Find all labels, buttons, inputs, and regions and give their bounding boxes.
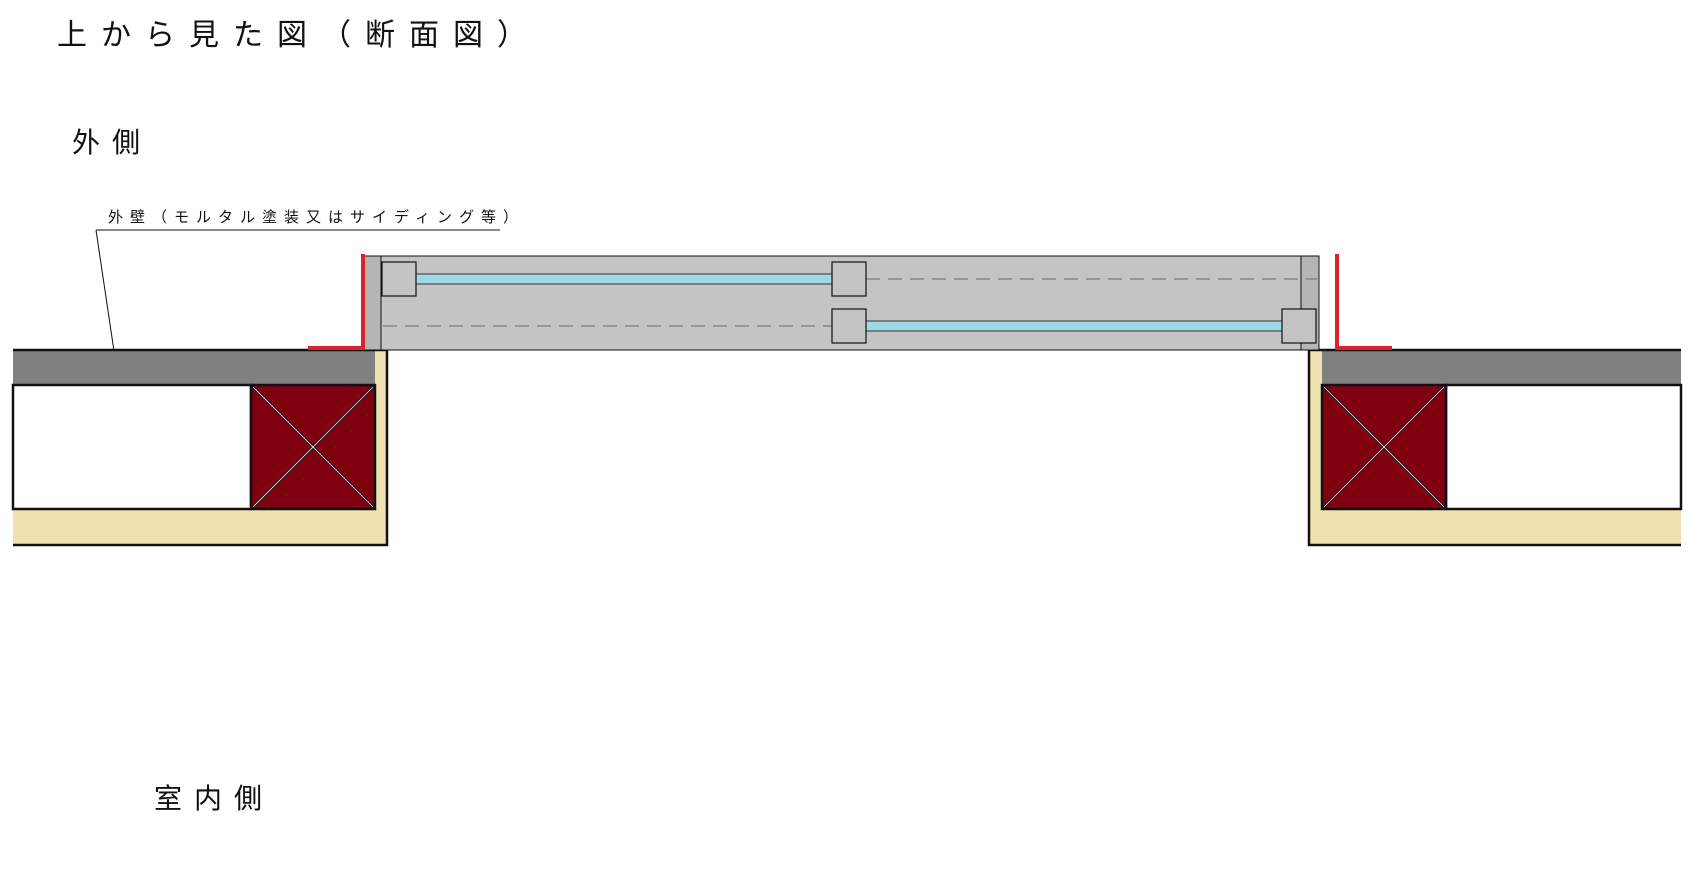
left-wall-outline	[13, 348, 389, 547]
left-insulation-area	[11, 383, 253, 511]
left-jamb	[362, 255, 382, 351]
exterior-side-label: 外側	[72, 126, 152, 159]
outer-glass-pane	[415, 273, 833, 285]
left-wall-section	[11, 348, 389, 547]
diagram-title: 上から見た図（断面図）	[57, 18, 541, 53]
sliding-window-sash	[362, 255, 1320, 351]
inner-sash-right-stile	[1281, 308, 1317, 344]
inner-sash-left-stile	[831, 308, 867, 344]
right-insulation-area	[1444, 383, 1683, 511]
right-wall-section	[1307, 348, 1683, 547]
left-exterior-wall-finish	[13, 350, 375, 385]
left-flashing	[308, 254, 365, 350]
inner-glass-pane	[865, 320, 1283, 332]
outer-sash-right-stile	[831, 261, 867, 297]
right-wall-outline	[1307, 348, 1681, 547]
exterior-wall-callout-text: 外壁（モルタル塗装又はサイディング等）	[108, 208, 525, 226]
window-flashing	[308, 254, 1392, 350]
right-flashing	[1335, 254, 1392, 350]
interior-side-label: 室内側	[154, 782, 274, 815]
right-exterior-wall-finish	[1322, 350, 1681, 385]
outer-sash-left-stile	[381, 261, 417, 297]
exterior-wall-callout: 外壁（モルタル塗装又はサイディング等）	[95, 208, 525, 379]
